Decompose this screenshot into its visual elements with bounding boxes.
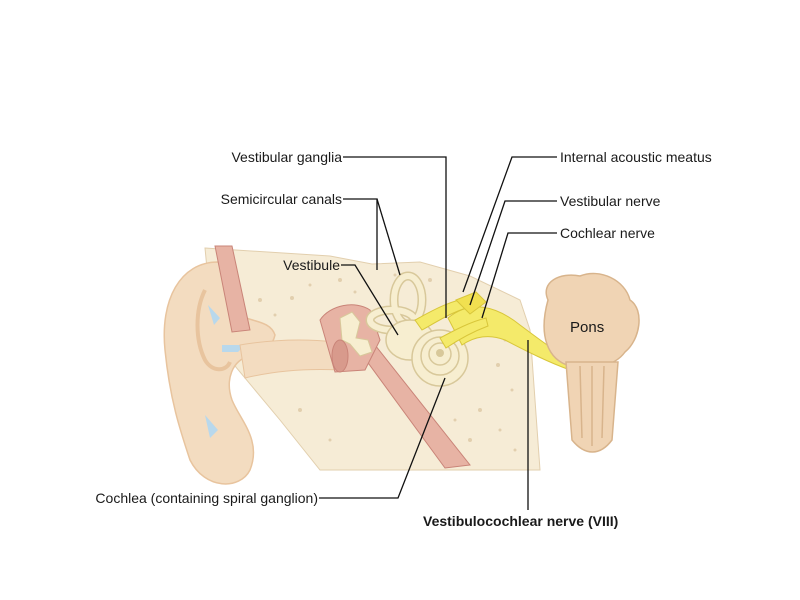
semicircular-canals-label: Semicircular canals <box>220 191 342 207</box>
auricle-fluid-1 <box>208 305 220 325</box>
pons-label: Pons <box>570 319 605 336</box>
brainstem-lines <box>579 365 605 446</box>
auricle-fluid-2 <box>222 345 245 352</box>
cochlear-nerve-label: Cochlear nerve <box>560 225 655 241</box>
internal-acoustic-meatus-label: Internal acoustic meatus <box>560 149 712 165</box>
cochlea-shape <box>411 329 469 387</box>
vestibulocochlear-nerve-label: Vestibulocochlear nerve (VIII) <box>423 513 619 529</box>
pons-shape <box>543 272 640 370</box>
auditory-tube <box>214 245 251 333</box>
cochlear-nerve-branch <box>439 317 489 349</box>
auricle-fluid-3 <box>205 415 218 438</box>
cochlea-label: Cochlea (containing spiral ganglion) <box>95 490 318 506</box>
vestibular-ganglia-label: Vestibular ganglia <box>231 149 342 165</box>
leader-lines <box>319 156 557 510</box>
auricle-fold <box>195 289 232 372</box>
vestibular-nerve-label: Vestibular nerve <box>560 193 661 209</box>
vestibule-label: Vestibule <box>283 257 340 273</box>
ossicles <box>339 311 373 357</box>
auricle <box>163 261 276 485</box>
eardrum <box>331 339 349 373</box>
